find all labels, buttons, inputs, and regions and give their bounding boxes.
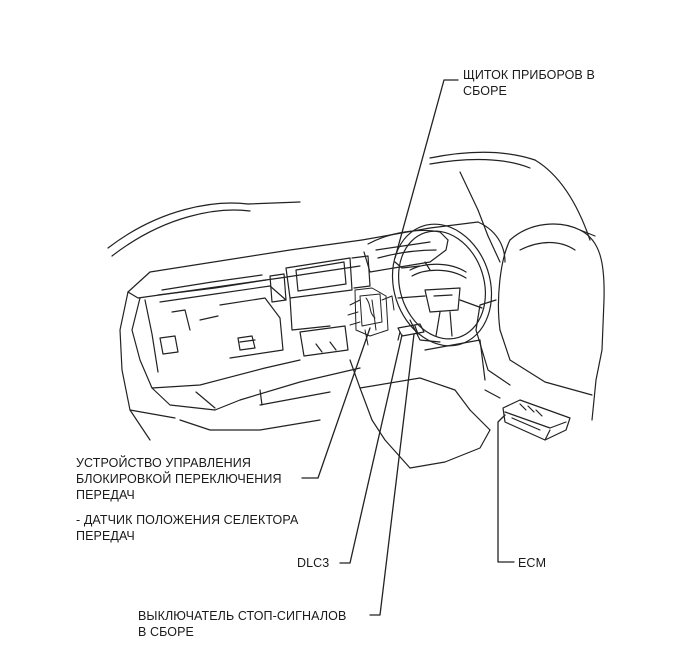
selector-sensor-label-line2: ПЕРЕДАЧ: [76, 529, 135, 543]
shift-lock-label-line3: ПЕРЕДАЧ: [76, 488, 135, 502]
instrument-cluster-label: ЩИТОК ПРИБОРОВ В СБОРЕ: [463, 67, 595, 99]
shift-lock-unit: [347, 287, 395, 346]
steering-wheel: [391, 223, 493, 347]
selector-sensor-label: - ДАТЧИК ПОЛОЖЕНИЯ СЕЛЕКТОРА ПЕРЕДАЧ: [76, 512, 298, 544]
shift-lock-label-line2: БЛОКИРОВКОЙ ПЕРЕКЛЮЧЕНИЯ: [76, 472, 282, 486]
steering-column: [397, 319, 441, 343]
dlc3-label-text: DLC3: [297, 556, 330, 570]
instrument-cluster-label-line2: СБОРЕ: [463, 84, 507, 98]
instrument-cluster: [363, 229, 449, 273]
ecm-module: [502, 399, 571, 441]
ecm-label-text: ECM: [518, 556, 547, 570]
stop-lamp-switch-label-line1: ВЫКЛЮЧАТЕЛЬ СТОП-СИГНАЛОВ: [138, 609, 347, 623]
lower-dash: [119, 291, 491, 469]
stop-lamp-switch-label: ВЫКЛЮЧАТЕЛЬ СТОП-СИГНАЛОВ В СБОРЕ: [138, 608, 346, 640]
selector-sensor-label-line1: - ДАТЧИК ПОЛОЖЕНИЯ СЕЛЕКТОРА: [76, 513, 299, 527]
dlc3-label: DLC3: [297, 555, 329, 571]
glove-box: [131, 274, 301, 389]
leader-lines: [301, 79, 515, 616]
driver-seat: [475, 223, 605, 421]
center-console: [269, 255, 371, 357]
instrument-cluster-label-line1: ЩИТОК ПРИБОРОВ В: [463, 68, 595, 82]
shift-lock-label-line1: УСТРОЙСТВО УПРАВЛЕНИЯ: [76, 456, 251, 470]
shift-lock-label: УСТРОЙСТВО УПРАВЛЕНИЯ БЛОКИРОВКОЙ ПЕРЕКЛ…: [76, 455, 282, 503]
ecm-label: ECM: [518, 555, 546, 571]
stop-lamp-switch-label-line2: В СБОРЕ: [138, 625, 194, 639]
windshield-frame: [107, 151, 591, 263]
